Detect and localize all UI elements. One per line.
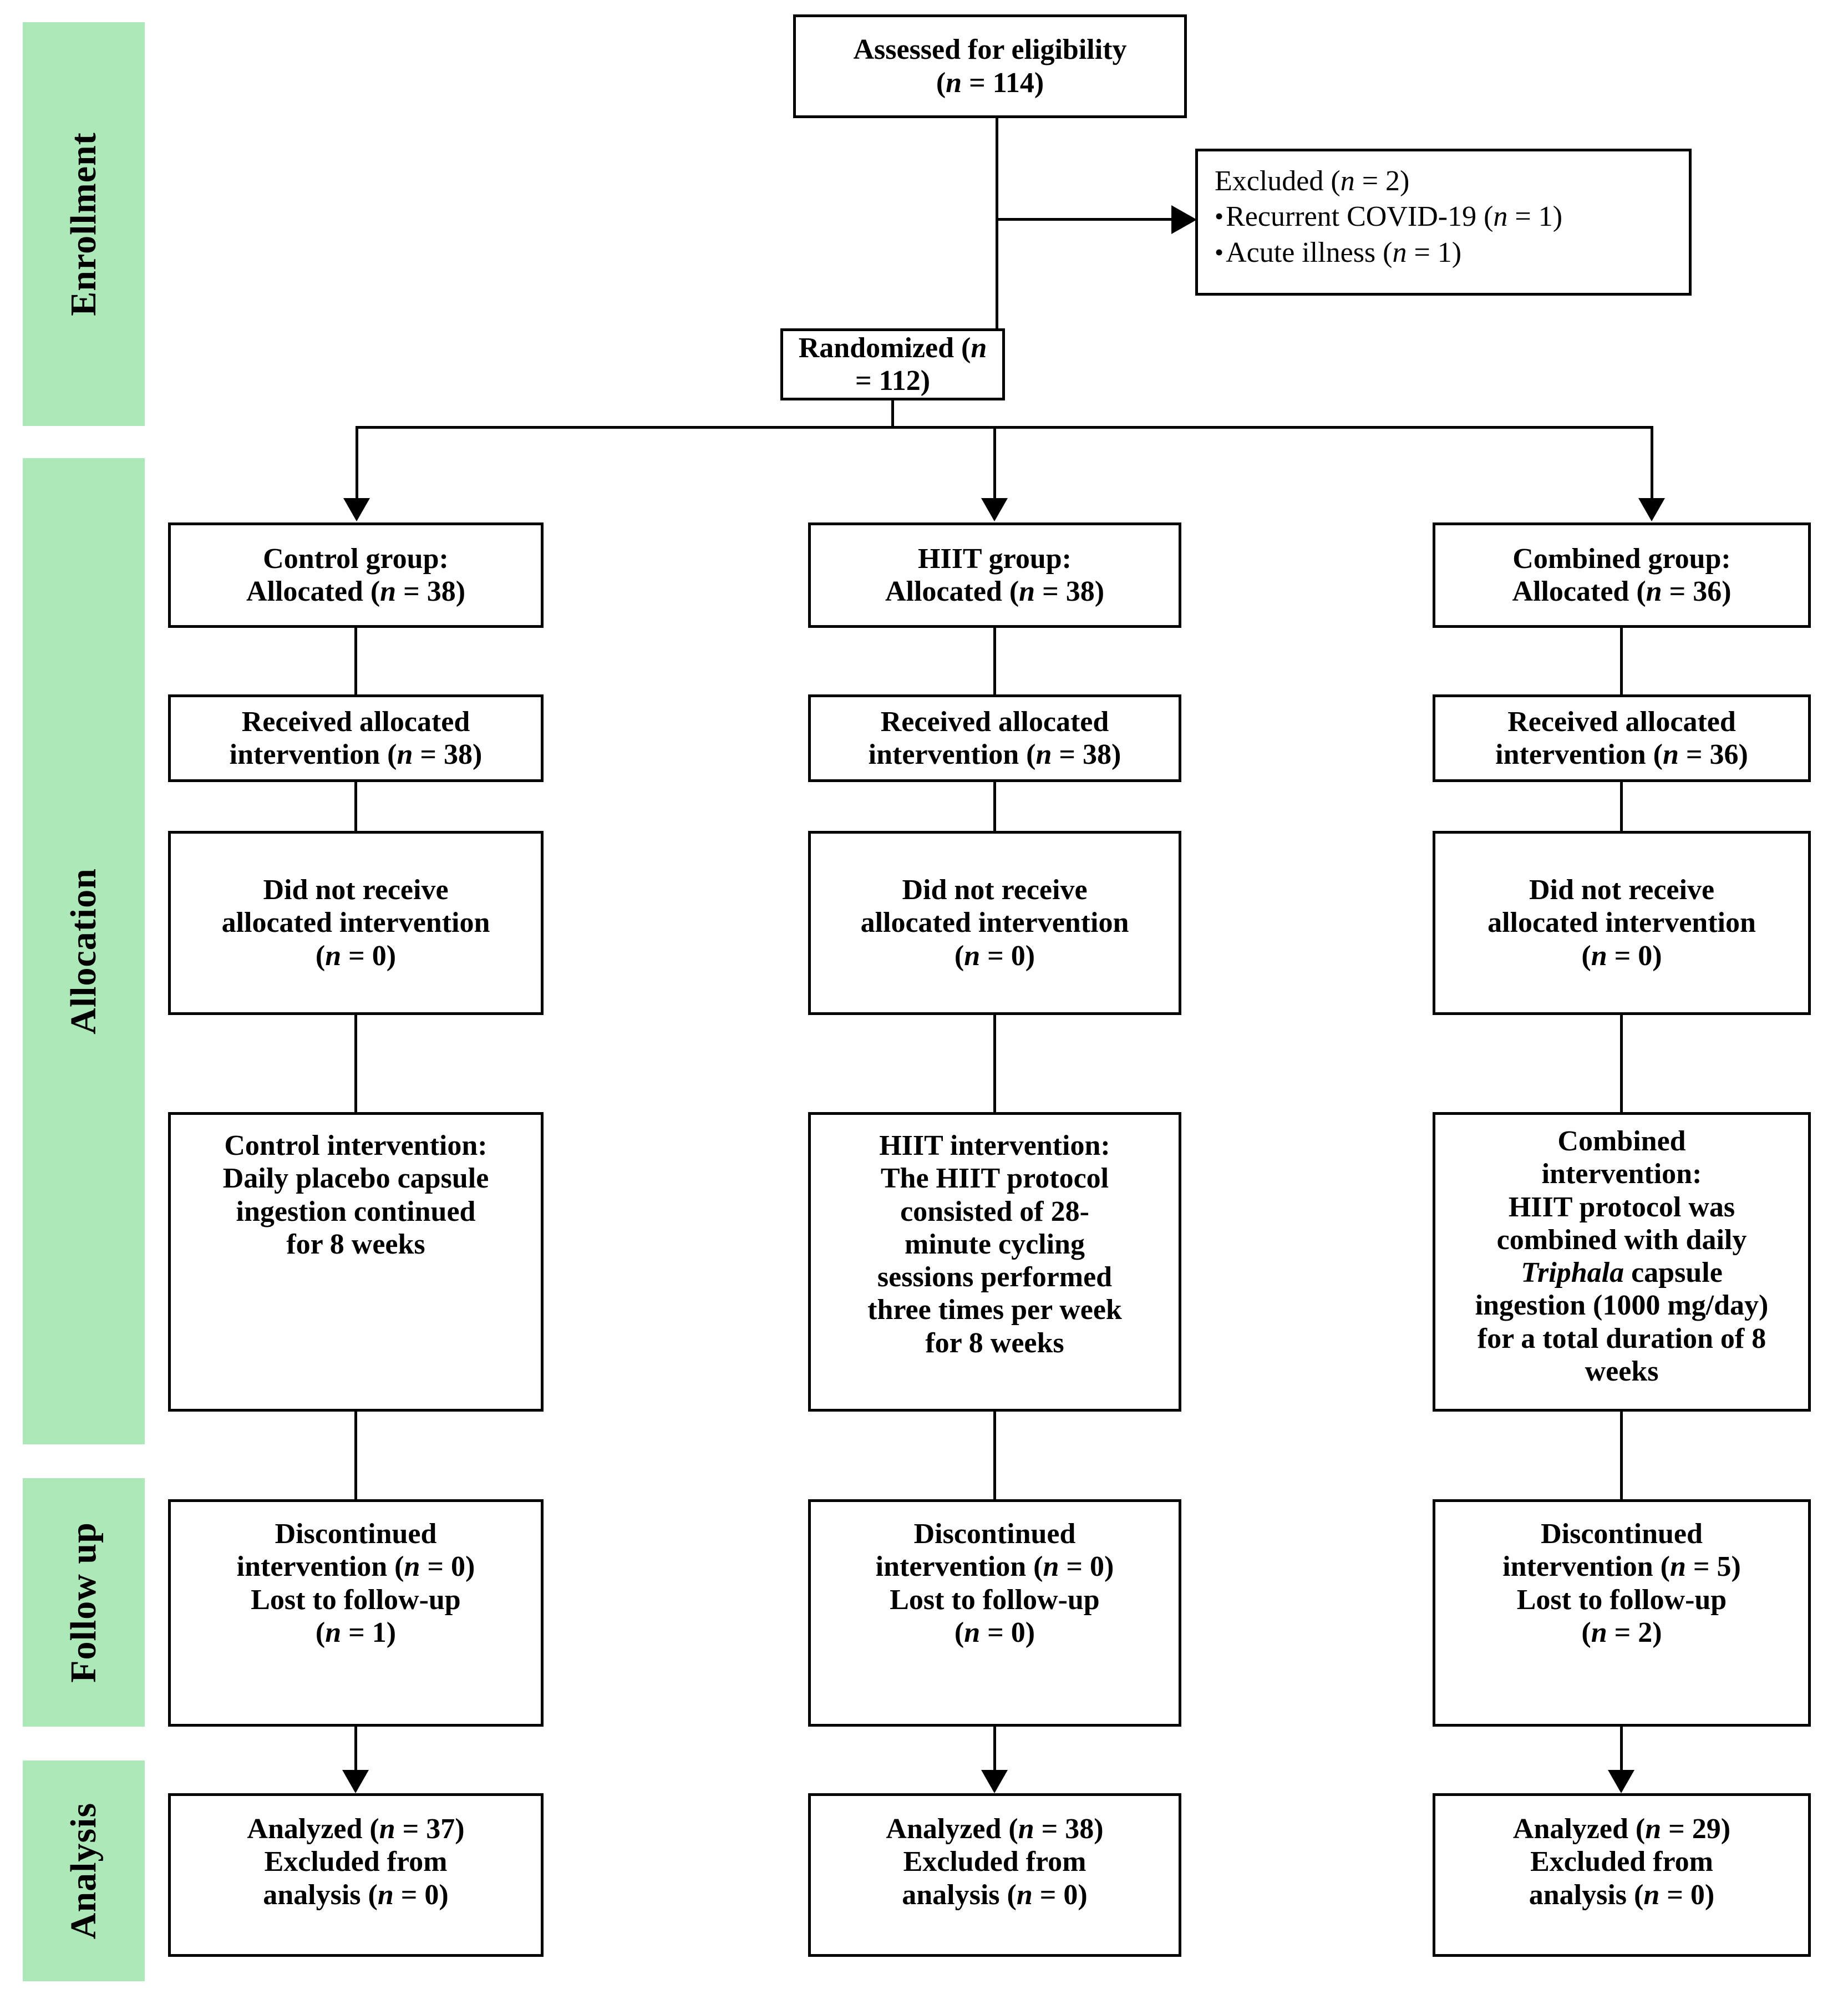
- arrowhead-hiit-analysis: [981, 1770, 1008, 1793]
- not-received-combined-text: Did not receive allocated intervention (…: [1487, 874, 1756, 972]
- arrowhead-control-analysis: [342, 1770, 369, 1793]
- connector-combined-received-to-notreceived: [1620, 782, 1623, 831]
- box-not-received-combined: Did not receive allocated intervention (…: [1433, 831, 1811, 1015]
- received-control-text: Received allocated intervention (n = 38): [229, 706, 483, 770]
- received-hiit-text: Received allocated intervention (n = 38): [868, 706, 1121, 770]
- connector-combined-followup-to-analysis: [1620, 1727, 1623, 1771]
- box-assessed-for-eligibility: Assessed for eligibility (n = 114): [793, 14, 1187, 118]
- phase-band-followup: Follow up: [23, 1478, 145, 1727]
- box-analysis-hiit: Analyzed (n = 38) Excluded from analysis…: [808, 1793, 1181, 1957]
- allocated-control-text: Control group: Allocated (n = 38): [246, 542, 466, 607]
- box-randomized: Randomized (n = 112): [780, 328, 1005, 400]
- followup-hiit-text: Discontinued intervention (n = 0) Lost t…: [875, 1518, 1114, 1648]
- box-intervention-control: Control intervention: Daily placebo caps…: [168, 1112, 544, 1412]
- box-followup-hiit: Discontinued intervention (n = 0) Lost t…: [808, 1499, 1181, 1727]
- followup-control-text: Discontinued intervention (n = 0) Lost t…: [236, 1518, 475, 1648]
- analysis-control-text: Analyzed (n = 37) Excluded from analysis…: [247, 1813, 465, 1911]
- phase-label-enrollment: Enrollment: [63, 132, 104, 316]
- not-received-hiit-text: Did not receive allocated intervention (…: [860, 874, 1129, 972]
- box-allocated-control: Control group: Allocated (n = 38): [168, 522, 544, 628]
- connector-combined-notreceived-to-intervention: [1620, 1015, 1623, 1112]
- connector-hiit-alloc-to-received: [993, 628, 996, 694]
- box-intervention-hiit: HIIT intervention: The HIIT protocol con…: [808, 1112, 1181, 1412]
- arrowhead-combined-analysis: [1608, 1770, 1634, 1793]
- box-excluded: Excluded (n = 2) •Recurrent COVID-19 (n …: [1195, 149, 1692, 296]
- box-intervention-combined: Combined intervention: HIIT protocol was…: [1433, 1112, 1811, 1412]
- box-received-control: Received allocated intervention (n = 38): [168, 694, 544, 782]
- not-received-control-text: Did not receive allocated intervention (…: [221, 874, 490, 972]
- arrowhead-drop-combined: [1638, 498, 1665, 521]
- box-received-combined: Received allocated intervention (n = 36): [1433, 694, 1811, 782]
- allocated-combined-text: Combined group: Allocated (n = 36): [1512, 542, 1732, 607]
- phase-label-followup: Follow up: [63, 1522, 104, 1683]
- connector-control-notreceived-to-intervention: [354, 1015, 357, 1112]
- excluded-heading: Excluded (n = 2): [1215, 165, 1410, 197]
- connector-drop-control: [356, 426, 358, 499]
- excluded-reason-item: •Acute illness (n = 1): [1215, 236, 1462, 268]
- allocated-hiit-text: HIIT group: Allocated (n = 38): [885, 542, 1105, 607]
- box-received-hiit: Received allocated intervention (n = 38): [808, 694, 1181, 782]
- box-analysis-control: Analyzed (n = 37) Excluded from analysis…: [168, 1793, 544, 1957]
- box-allocated-hiit: HIIT group: Allocated (n = 38): [808, 522, 1181, 628]
- phase-band-enrollment: Enrollment: [23, 22, 145, 426]
- box-not-received-hiit: Did not receive allocated intervention (…: [808, 831, 1181, 1015]
- connector-hiit-intervention-to-followup: [993, 1412, 996, 1499]
- connector-control-alloc-to-received: [354, 628, 357, 694]
- followup-combined-text: Discontinued intervention (n = 5) Lost t…: [1502, 1518, 1741, 1648]
- connector-drop-combined: [1651, 426, 1653, 499]
- phase-label-analysis: Analysis: [63, 1802, 104, 1940]
- excluded-reason-item: •Recurrent COVID-19 (n = 1): [1215, 201, 1563, 233]
- connector-control-received-to-notreceived: [354, 782, 357, 831]
- intervention-control-text: Control intervention: Daily placebo caps…: [222, 1130, 489, 1260]
- connector-control-followup-to-analysis: [354, 1727, 357, 1771]
- bullet-icon: •: [1215, 202, 1224, 231]
- excluded-text: Excluded (n = 2) •Recurrent COVID-19 (n …: [1198, 151, 1689, 271]
- bullet-icon: •: [1215, 237, 1224, 266]
- connector-to-excluded: [996, 218, 1173, 221]
- arrowhead-to-excluded: [1171, 205, 1197, 234]
- box-allocated-combined: Combined group: Allocated (n = 36): [1433, 522, 1811, 628]
- connector-combined-alloc-to-received: [1620, 628, 1623, 694]
- randomized-text: Randomized (n = 112): [798, 332, 987, 397]
- box-followup-combined: Discontinued intervention (n = 5) Lost t…: [1433, 1499, 1811, 1727]
- intervention-combined-text: Combined intervention: HIIT protocol was…: [1475, 1125, 1769, 1387]
- received-combined-text: Received allocated intervention (n = 36): [1495, 706, 1748, 770]
- connector-hiit-received-to-notreceived: [993, 782, 996, 831]
- connector-drop-hiit: [993, 426, 996, 499]
- analysis-combined-text: Analyzed (n = 29) Excluded from analysis…: [1512, 1813, 1731, 1911]
- triphala-italic: Triphala: [1521, 1257, 1624, 1289]
- box-followup-control: Discontinued intervention (n = 0) Lost t…: [168, 1499, 544, 1727]
- arrowhead-drop-hiit: [981, 498, 1008, 521]
- arrowhead-drop-control: [343, 498, 370, 521]
- connector-combined-intervention-to-followup: [1620, 1412, 1623, 1499]
- phase-band-allocation: Allocation: [23, 458, 145, 1444]
- assessed-text: Assessed for eligibility (n = 114): [853, 34, 1127, 99]
- box-not-received-control: Did not receive allocated intervention (…: [168, 831, 544, 1015]
- analysis-hiit-text: Analyzed (n = 38) Excluded from analysis…: [886, 1813, 1104, 1911]
- box-analysis-combined: Analyzed (n = 29) Excluded from analysis…: [1433, 1793, 1811, 1957]
- intervention-hiit-text: HIIT intervention: The HIIT protocol con…: [867, 1130, 1122, 1359]
- connector-control-intervention-to-followup: [354, 1412, 357, 1499]
- connector-assessed-to-randomized: [996, 118, 998, 328]
- connector-hiit-notreceived-to-intervention: [993, 1015, 996, 1112]
- connector-allocation-bar: [357, 426, 1653, 429]
- connector-hiit-followup-to-analysis: [993, 1727, 996, 1771]
- phase-label-allocation: Allocation: [63, 868, 104, 1034]
- phase-band-analysis: Analysis: [23, 1760, 145, 1981]
- connector-randomized-stem: [891, 400, 894, 428]
